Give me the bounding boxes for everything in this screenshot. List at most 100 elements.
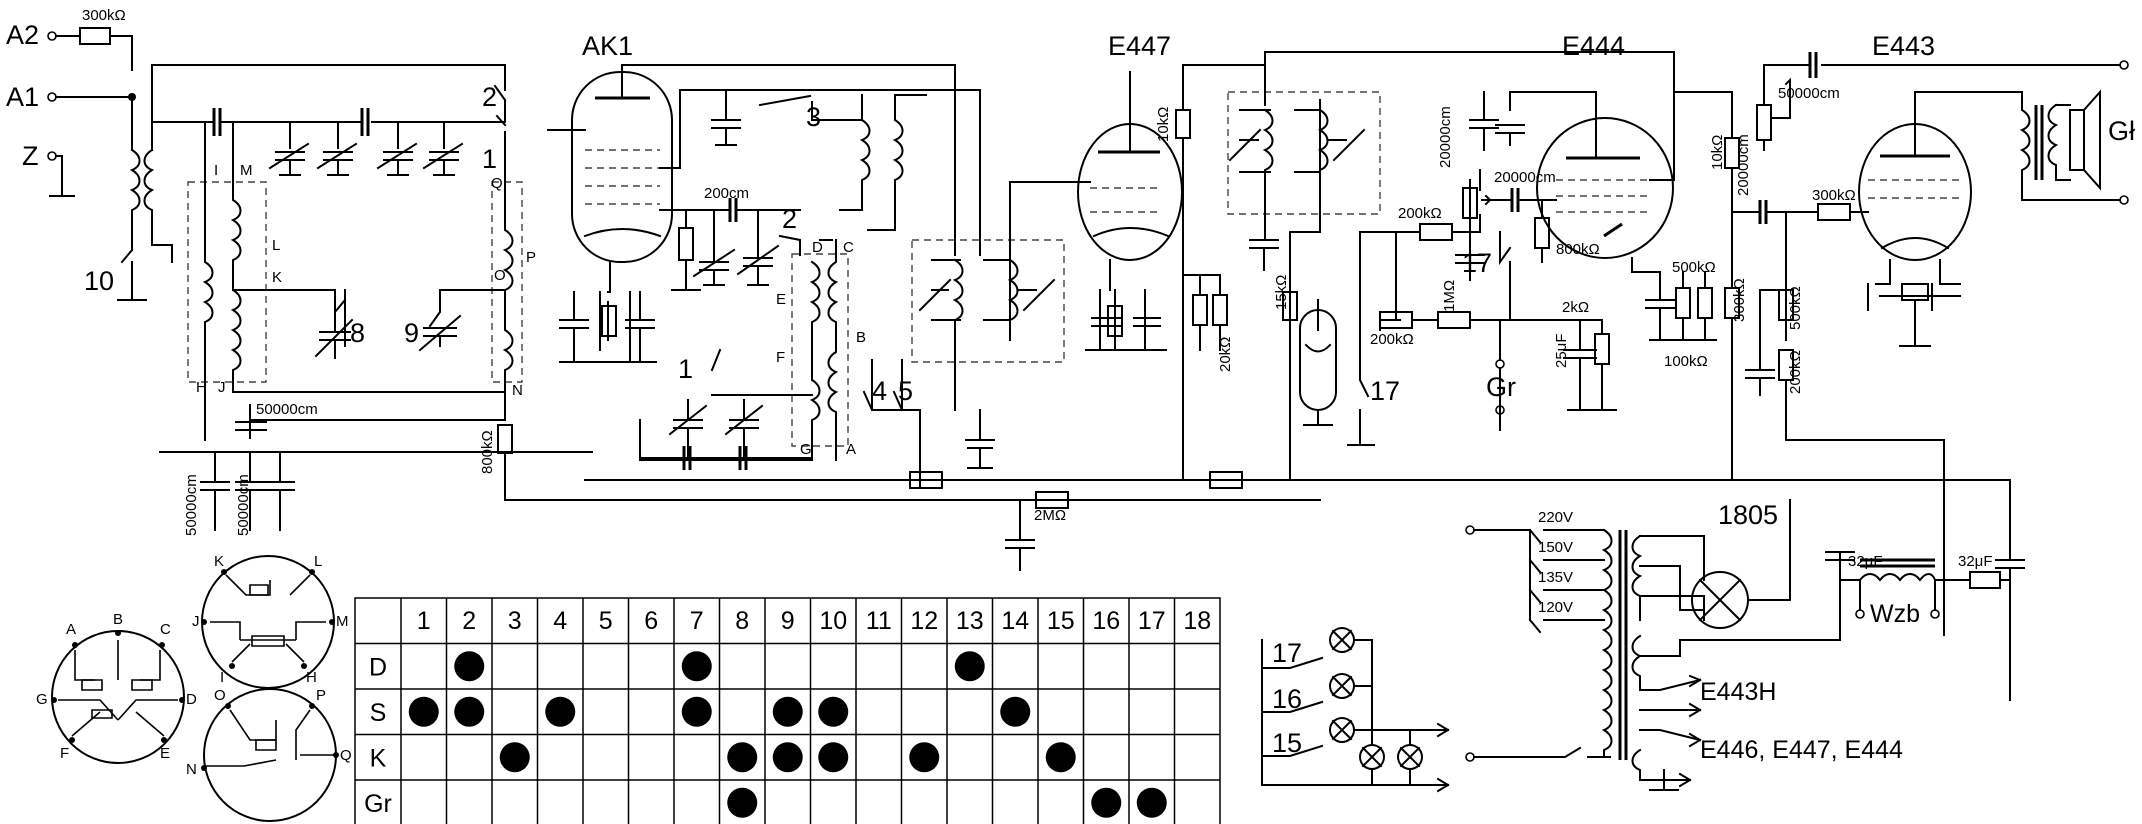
tap-label-135: 135V: [1538, 569, 1573, 586]
resistor-20k: [1212, 294, 1228, 326]
terminal-a2: [47, 31, 57, 41]
capacitor-50000-d-label: 50000cm: [1778, 85, 1840, 102]
tube-e447-label: E447: [1108, 31, 1171, 61]
if-transformer-1: [911, 74, 1065, 469]
resistor-200k-a: [1419, 223, 1453, 241]
coil-letter-o: O: [494, 267, 506, 284]
output-terminal-2: [2119, 195, 2129, 205]
switch-closed-dot: [454, 696, 485, 727]
e444-tube-section: E444 200kΩ 20000cm 20000cm 200kΩ 1MΩ 17 …: [1182, 31, 1801, 481]
speaker-magnet: [2069, 109, 2085, 171]
antenna-input-section: A2 A1 Z 300kΩ 10: [6, 7, 506, 301]
tube-e444-label: E444: [1562, 31, 1625, 61]
coil-letter-e: E: [776, 291, 786, 308]
table-column-header: 4: [553, 607, 567, 635]
coil-letter-p: P: [526, 249, 536, 266]
table-column-header: 3: [508, 607, 522, 635]
resistor-500k-a-label: 500kΩ: [1672, 259, 1716, 276]
rf-input-coils: I M L K H J 8 2 1 Q P O N 9 50000: [151, 64, 1321, 536]
switch-closed-dot: [727, 787, 758, 818]
resistor-500k-a: [1697, 287, 1713, 319]
resistor-300k-in: [79, 27, 111, 45]
table-column-header: 5: [599, 607, 613, 635]
resistor-2k: [1594, 333, 1610, 365]
antenna-coil-primary: [129, 148, 141, 251]
wafer-letter-h: H: [306, 669, 317, 686]
table-column-header: 1: [417, 607, 431, 635]
mains-terminal-1: [1465, 525, 1475, 535]
wafer-letter-g: G: [36, 691, 48, 708]
switch-3-label: 3: [806, 102, 821, 132]
switch-closed-dot: [499, 742, 530, 773]
trimmer-caps-top: [268, 121, 464, 176]
bias-resistor: [1901, 283, 1929, 301]
switch-17-label: 17: [1462, 248, 1492, 278]
switch-12-label: 10: [84, 266, 114, 296]
table-column-header: 14: [1001, 607, 1029, 635]
wafer-letter-k: K: [214, 553, 224, 570]
tube-e444: [1536, 117, 1674, 259]
switch-closed-dot: [681, 651, 712, 682]
switch-9-label: 9: [404, 318, 419, 348]
ak1-tube-section: AK1 200cm 3 2 D C E B F G A: [547, 31, 981, 489]
table-column-header: 8: [735, 607, 749, 635]
capacitor-32u-b-label: 32μF: [1958, 553, 1993, 570]
switch-7-label: 1: [482, 144, 497, 174]
tap-label-150: 150V: [1538, 539, 1573, 556]
capacitor-20000-b-label: 20000cm: [1494, 169, 1556, 186]
resistor-1m-label: 1MΩ: [1441, 280, 1458, 312]
table-column-header: 15: [1047, 607, 1075, 635]
table-column-header: 6: [644, 607, 658, 635]
switch-closed-dot: [727, 742, 758, 773]
capacitor-20000-c-label: 20000cm: [1735, 134, 1752, 196]
coil-letter-l: L: [272, 237, 280, 254]
resistor-20k-label: 20kΩ: [1217, 337, 1234, 372]
tap-label-220: 220V: [1538, 509, 1573, 526]
tap-label-120: 120V: [1538, 599, 1573, 616]
rail-resistor-2: [1209, 471, 1243, 489]
wafer-letter-p: P: [316, 687, 326, 704]
coil-letter-n: N: [512, 382, 523, 399]
table-column-header: 2: [462, 607, 476, 635]
supply-resistor: [1969, 571, 2001, 589]
table-row-label: Gr: [364, 790, 392, 818]
wafer-letter-d: D: [186, 691, 197, 708]
switch-closed-dot: [818, 742, 849, 773]
capacitor-20000-a-label: 20000cm: [1437, 106, 1454, 168]
coil-letter-h: H: [196, 379, 207, 396]
table-column-header: 7: [690, 607, 704, 635]
wafer-letter-o: O: [214, 687, 226, 704]
coil-letter-d: D: [812, 239, 823, 256]
coil-letter-b: B: [856, 329, 866, 346]
wafer-letter-f: F: [60, 745, 69, 762]
switch-16-label: 17: [1370, 376, 1400, 406]
tube-e443-label: E443: [1872, 31, 1935, 61]
table-row-label: D: [369, 653, 387, 681]
tone-potentiometer: [1756, 104, 1772, 141]
wafer-letter-l: L: [314, 553, 322, 570]
resistor-10k-a: [1175, 109, 1191, 139]
wafer-letter-i: I: [220, 669, 224, 686]
resistor-300k-c: [1817, 203, 1851, 221]
e447-cathode-resistor: [1107, 305, 1123, 337]
heater-label-e443h: E443H: [1700, 678, 1776, 706]
resistor-200k-a-label: 200kΩ: [1398, 205, 1442, 222]
table-column-header: 10: [819, 607, 847, 635]
table-column-header: 12: [910, 607, 938, 635]
resistor-800k-a: [497, 424, 513, 454]
switch-2-label: 2: [782, 204, 797, 234]
terminal-z-label: Z: [22, 141, 39, 171]
switch-1-label: 1: [678, 354, 693, 384]
resistor-15k-label: 15kΩ: [1273, 275, 1290, 310]
coil-box-osc: [791, 253, 849, 447]
switch-closed-dot: [772, 696, 803, 727]
wzb-terminal-1: [1855, 609, 1865, 619]
table-column-header: 11: [866, 607, 892, 635]
supply-rails: 2MΩ: [584, 471, 2025, 701]
resistor-e447-a: [1192, 294, 1208, 326]
resistor-100k-label: 100kΩ: [1664, 353, 1708, 370]
table-frame: [354, 597, 1221, 824]
resistor-800k-b: [1534, 217, 1550, 249]
if-box-2: [1227, 91, 1381, 215]
resistor-300k-c-label: 300kΩ: [1812, 187, 1856, 204]
